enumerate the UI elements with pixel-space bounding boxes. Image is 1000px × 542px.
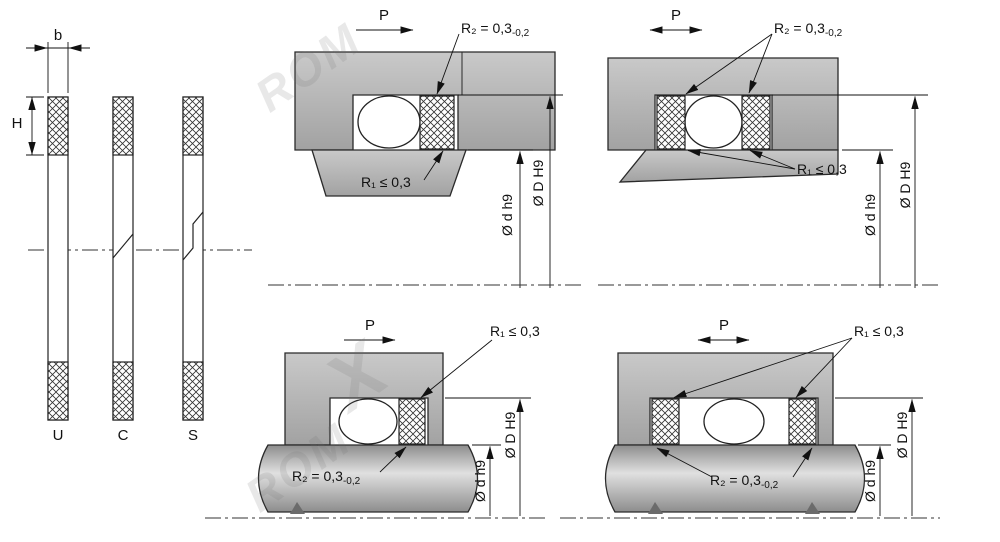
shaft [257,444,479,513]
rod-diameter-label: Ø d h9 [499,193,515,237]
r2-leader-line [436,33,460,95]
ring-c-top-section [112,96,134,156]
radius-r2-label: R₂ = 0,3-0,2 [774,20,843,39]
rod-fragment [618,149,839,183]
diagram-housing-groove-double [598,26,938,288]
ring-c-angle-cut [112,233,134,259]
ring-s-step-cut [182,211,204,261]
r1-leader-line [795,337,853,398]
backup-ring-left [651,398,680,445]
r1-leader-line [673,337,853,398]
dimension-b [26,42,90,93]
shaft-break-mark [805,502,820,514]
backup-ring-right [788,398,817,445]
rod-diameter-label: Ø d h9 [862,193,878,237]
profile-ring-s [182,96,204,421]
backup-ring-left [656,95,686,150]
profile-ring-c [112,96,134,421]
pressure-label: P [364,317,375,334]
radius-r1-label: R₁ ≤ 0,3 [361,174,411,190]
ring-u-bottom-section [47,361,69,421]
rod-diameter-label: Ø d h9 [472,459,488,503]
bore-diameter-label: Ø D H9 [894,411,910,459]
shaft-break-mark [648,502,663,514]
ring-profiles-group [26,42,252,421]
r1-leader-line [423,150,444,181]
ring-s-top-section [182,96,204,156]
r2-leader-line [685,33,773,95]
r2-leader-line [792,447,813,478]
backup-ring-right [741,95,771,150]
radius-r1-label: R₁ ≤ 0,3 [490,323,540,339]
r2-leader-line [748,33,773,94]
profile-ring-u [47,96,69,421]
pressure-label: P [670,7,681,24]
rod-fragment [311,149,467,197]
rod-diameter-label: Ø d h9 [862,459,878,503]
dimension-label-b: b [53,27,63,44]
r2-leader-line [379,446,407,473]
ring-s-bottom-section [182,361,204,421]
radius-r1-label: R₁ ≤ 0,3 [797,161,847,177]
bore-diameter-label: Ø D H9 [502,411,518,459]
radius-r1-label: R₁ ≤ 0,3 [854,323,904,339]
o-ring [338,398,398,445]
dimension-label-h: H [11,115,23,132]
diagram-housing-groove-single [268,26,582,288]
pressure-label: P [378,7,389,24]
radius-r2-label: R₂ = 0,3-0,2 [461,20,530,39]
ring-label-c: C [117,427,129,444]
bore-diameter-label: Ø D H9 [530,159,546,207]
backup-ring [419,95,455,150]
r2-leader-line [656,447,713,478]
o-ring [357,95,421,149]
r1-leader-line [420,339,493,398]
diagram-shaft-groove-double [560,336,940,519]
ring-label-s: S [187,427,198,444]
pressure-label: P [718,317,729,334]
backup-ring [398,398,426,445]
r1-leader-line [749,150,796,170]
o-ring [703,398,765,445]
radius-r2-label: R₂ = 0,3-0,2 [292,468,361,487]
shaft-break-mark [290,502,305,514]
bore-diameter-label: Ø D H9 [897,161,913,209]
ring-c-bottom-section [112,361,134,421]
dimension-h [26,96,44,156]
diagram-shaft-groove-single [205,336,546,519]
ring-label-u: U [52,427,64,444]
r1-leader-line [687,148,796,170]
radius-r2-label: R₂ = 0,3-0,2 [710,472,779,491]
ring-u-top-section [47,96,69,156]
shaft [604,444,866,513]
o-ring [684,95,743,149]
